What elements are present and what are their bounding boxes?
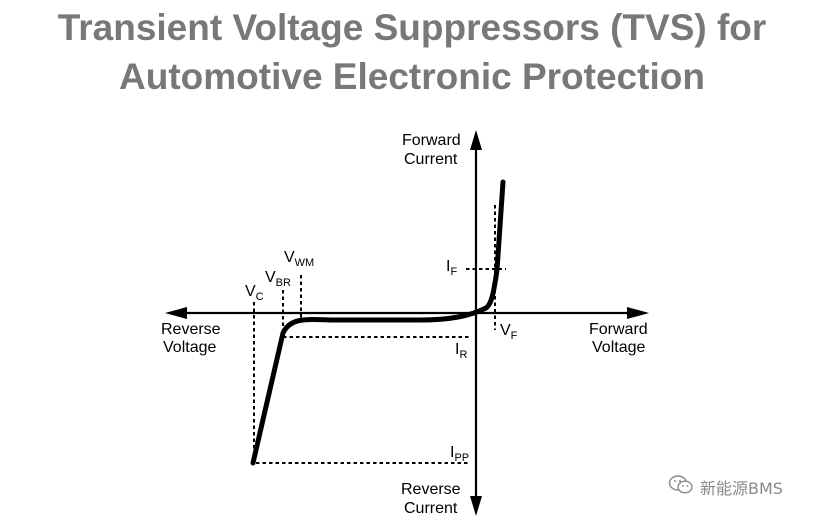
reverse-current-label-2: Current [404, 500, 458, 517]
reverse-voltage-label-1: Reverse [161, 321, 221, 338]
vbr-label: VBR [265, 269, 291, 289]
watermark-text: 新能源BMS [700, 479, 783, 498]
watermark: 新能源BMS [668, 474, 818, 500]
vwm-label: VWM [284, 249, 314, 269]
forward-voltage-label-2: Voltage [592, 339, 645, 356]
iv-curve [250, 179, 506, 466]
reverse-voltage-label-2: Voltage [163, 339, 216, 356]
ipp-label: IPP [450, 444, 469, 464]
wechat-icon [668, 474, 694, 500]
forward-current-label-2: Current [404, 151, 458, 168]
forward-voltage-arrowhead [627, 307, 649, 319]
reverse-current-label-1: Reverse [401, 481, 461, 498]
reverse-voltage-arrowhead [165, 307, 187, 319]
reverse-current-arrowhead [470, 496, 482, 516]
title-line-1: Transient Voltage Suppressors (TVS) for [57, 7, 767, 48]
forward-voltage-label-1: Forward [589, 321, 648, 338]
forward-current-label-1: Forward [402, 132, 461, 149]
vf-label: VF [500, 322, 518, 342]
if-label: IF [446, 258, 457, 278]
forward-current-arrowhead [470, 130, 482, 150]
vc-label: VC [245, 283, 264, 303]
title-line-2: Automotive Electronic Protection [119, 56, 705, 97]
ir-label: IR [455, 341, 467, 361]
